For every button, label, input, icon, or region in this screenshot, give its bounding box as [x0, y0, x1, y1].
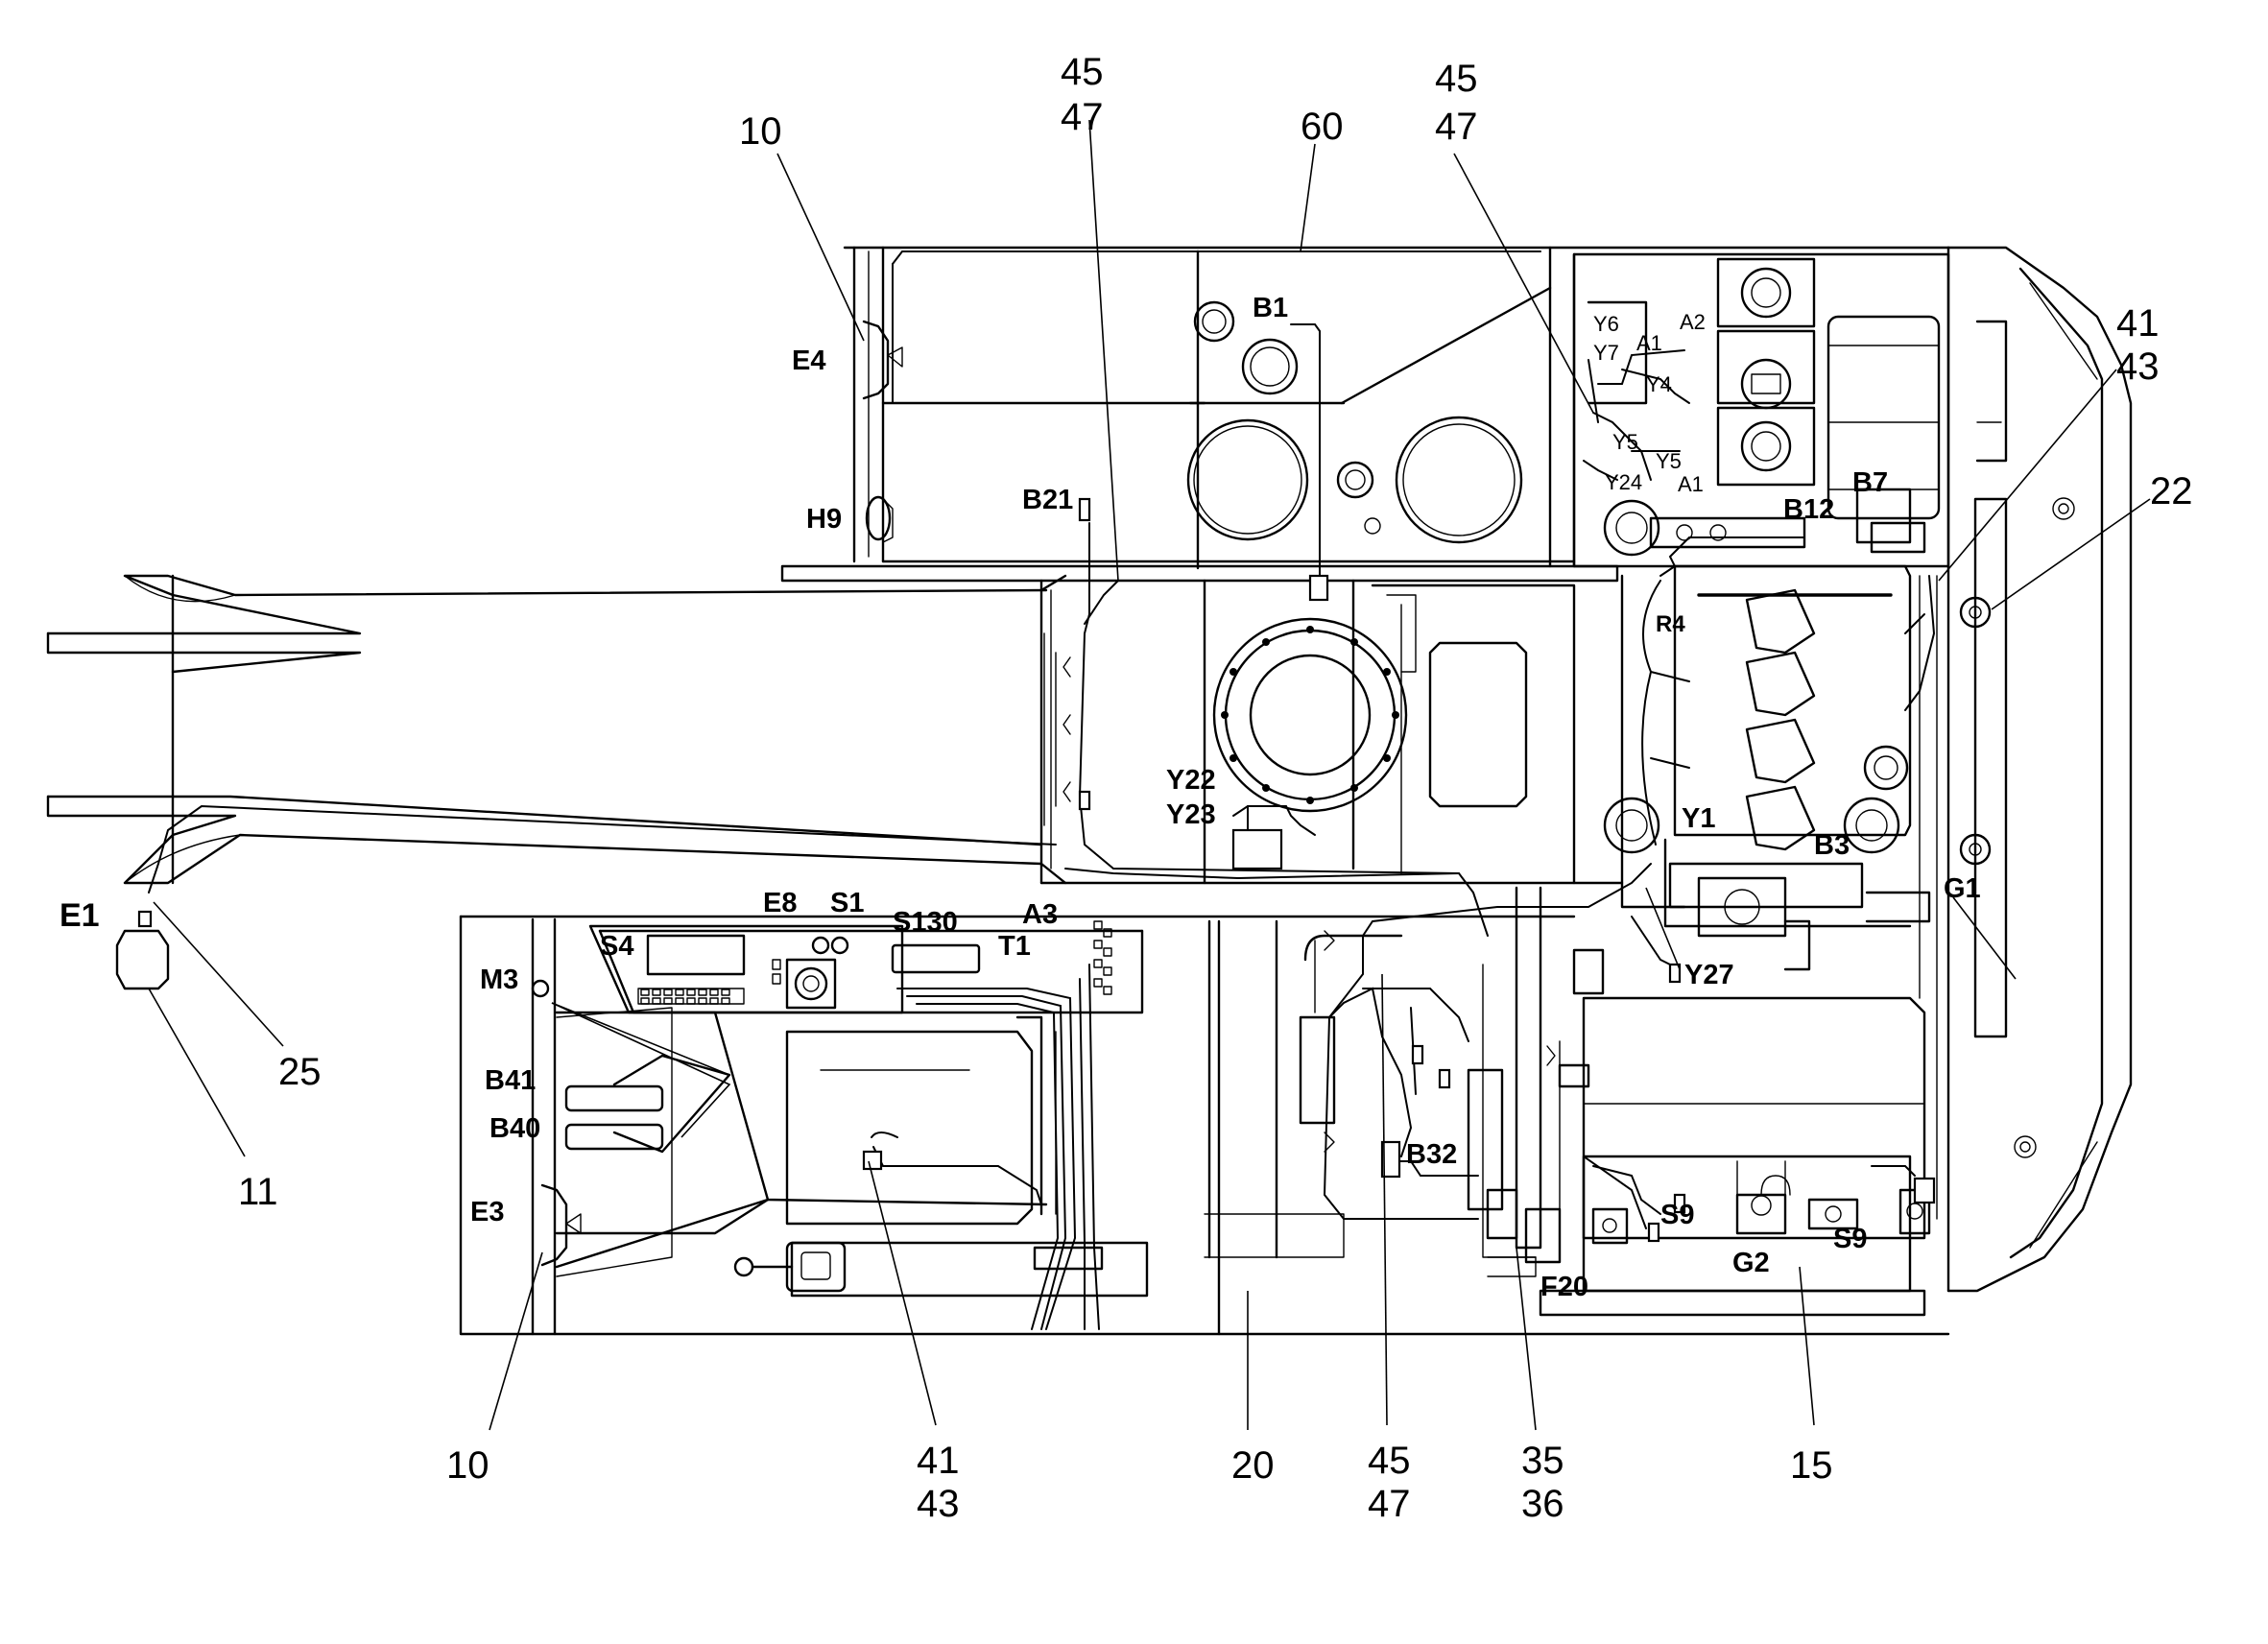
misc-markers: [531, 979, 1791, 1196]
label-E3: E3: [470, 1197, 504, 1227]
callout-top-60: 60: [1301, 106, 1344, 148]
label-Y4: Y4: [1646, 372, 1672, 396]
t1-connector-group: [1093, 920, 1112, 995]
label-A1-top: A1: [1636, 331, 1662, 355]
callout-right-41: 41: [2116, 302, 2160, 345]
ring-bolts: [1221, 626, 1399, 804]
label-B7: B7: [1852, 467, 1888, 498]
label-F20: F20: [1540, 1272, 1588, 1302]
label-E1: E1: [60, 897, 100, 934]
callout-numbers: 10 45 47 60 45 47 41 43 22 25 11 10 41 4…: [238, 51, 2193, 1525]
label-B1: B1: [1253, 293, 1288, 323]
callout-bottom-47: 47: [1368, 1483, 1411, 1525]
label-S4: S4: [600, 931, 633, 962]
callout-bottom-43: 43: [917, 1483, 960, 1525]
label-M3: M3: [480, 965, 518, 995]
callout-top-47-left: 47: [1061, 96, 1104, 138]
callout-left-25: 25: [278, 1051, 322, 1093]
label-B3: B3: [1814, 830, 1850, 861]
label-S9-left: S9: [1660, 1200, 1694, 1230]
label-S130: S130: [893, 907, 958, 938]
label-Y5-a: Y5: [1612, 430, 1638, 454]
label-G2: G2: [1732, 1248, 1770, 1278]
callout-top-45-left: 45: [1061, 51, 1104, 93]
label-Y1: Y1: [1682, 803, 1715, 834]
label-B12: B12: [1783, 494, 1834, 525]
label-T1: T1: [998, 931, 1031, 962]
label-E8: E8: [763, 888, 797, 918]
label-Y5-b: Y5: [1656, 449, 1682, 473]
label-S1: S1: [830, 888, 864, 918]
component-labels: E4 H9 B1 B21 Y22 Y23 E1 E8 S1 S130 A3 T1…: [60, 293, 1981, 1302]
label-A3: A3: [1022, 899, 1058, 930]
callout-bottom-20: 20: [1231, 1444, 1275, 1487]
callout-top-10: 10: [739, 110, 782, 153]
label-Y27: Y27: [1684, 960, 1734, 990]
label-Y6: Y6: [1593, 312, 1619, 336]
label-Y24: Y24: [1605, 470, 1642, 494]
label-Y22: Y22: [1166, 765, 1216, 796]
label-B40: B40: [489, 1113, 540, 1144]
callout-bottom-41: 41: [917, 1440, 960, 1482]
label-B41: B41: [485, 1065, 536, 1096]
callout-bottom-15: 15: [1790, 1444, 1833, 1487]
callout-top-45-right: 45: [1435, 58, 1478, 100]
callout-bottom-10: 10: [446, 1444, 489, 1487]
wiring-harness: [148, 250, 1936, 1330]
callout-right-22: 22: [2150, 470, 2193, 512]
callout-left-11: 11: [238, 1171, 278, 1213]
e1-work-lamp: [115, 910, 170, 990]
cylinder-injectors: [1745, 588, 1816, 851]
label-A1-bottom: A1: [1678, 472, 1704, 496]
label-Y7: Y7: [1593, 341, 1619, 365]
e4-lamp: [862, 320, 903, 400]
leader-lines: [148, 119, 2151, 1431]
callout-right-43: 43: [2116, 345, 2160, 388]
label-S9-right: S9: [1833, 1224, 1867, 1254]
h9-horn: [865, 495, 894, 543]
callout-bottom-35: 35: [1521, 1440, 1564, 1482]
label-Y23: Y23: [1166, 799, 1216, 830]
label-R4: R4: [1656, 611, 1685, 637]
callout-top-47-right: 47: [1435, 106, 1478, 148]
label-A2: A2: [1680, 310, 1706, 334]
panel-switches: [640, 989, 730, 1005]
label-H9: H9: [806, 504, 842, 535]
label-E4: E4: [792, 345, 825, 376]
callout-bottom-45: 45: [1368, 1440, 1411, 1482]
label-B32: B32: [1406, 1139, 1457, 1170]
callout-bottom-36: 36: [1521, 1483, 1564, 1525]
label-G1: G1: [1944, 873, 1981, 904]
label-B21: B21: [1022, 485, 1073, 515]
